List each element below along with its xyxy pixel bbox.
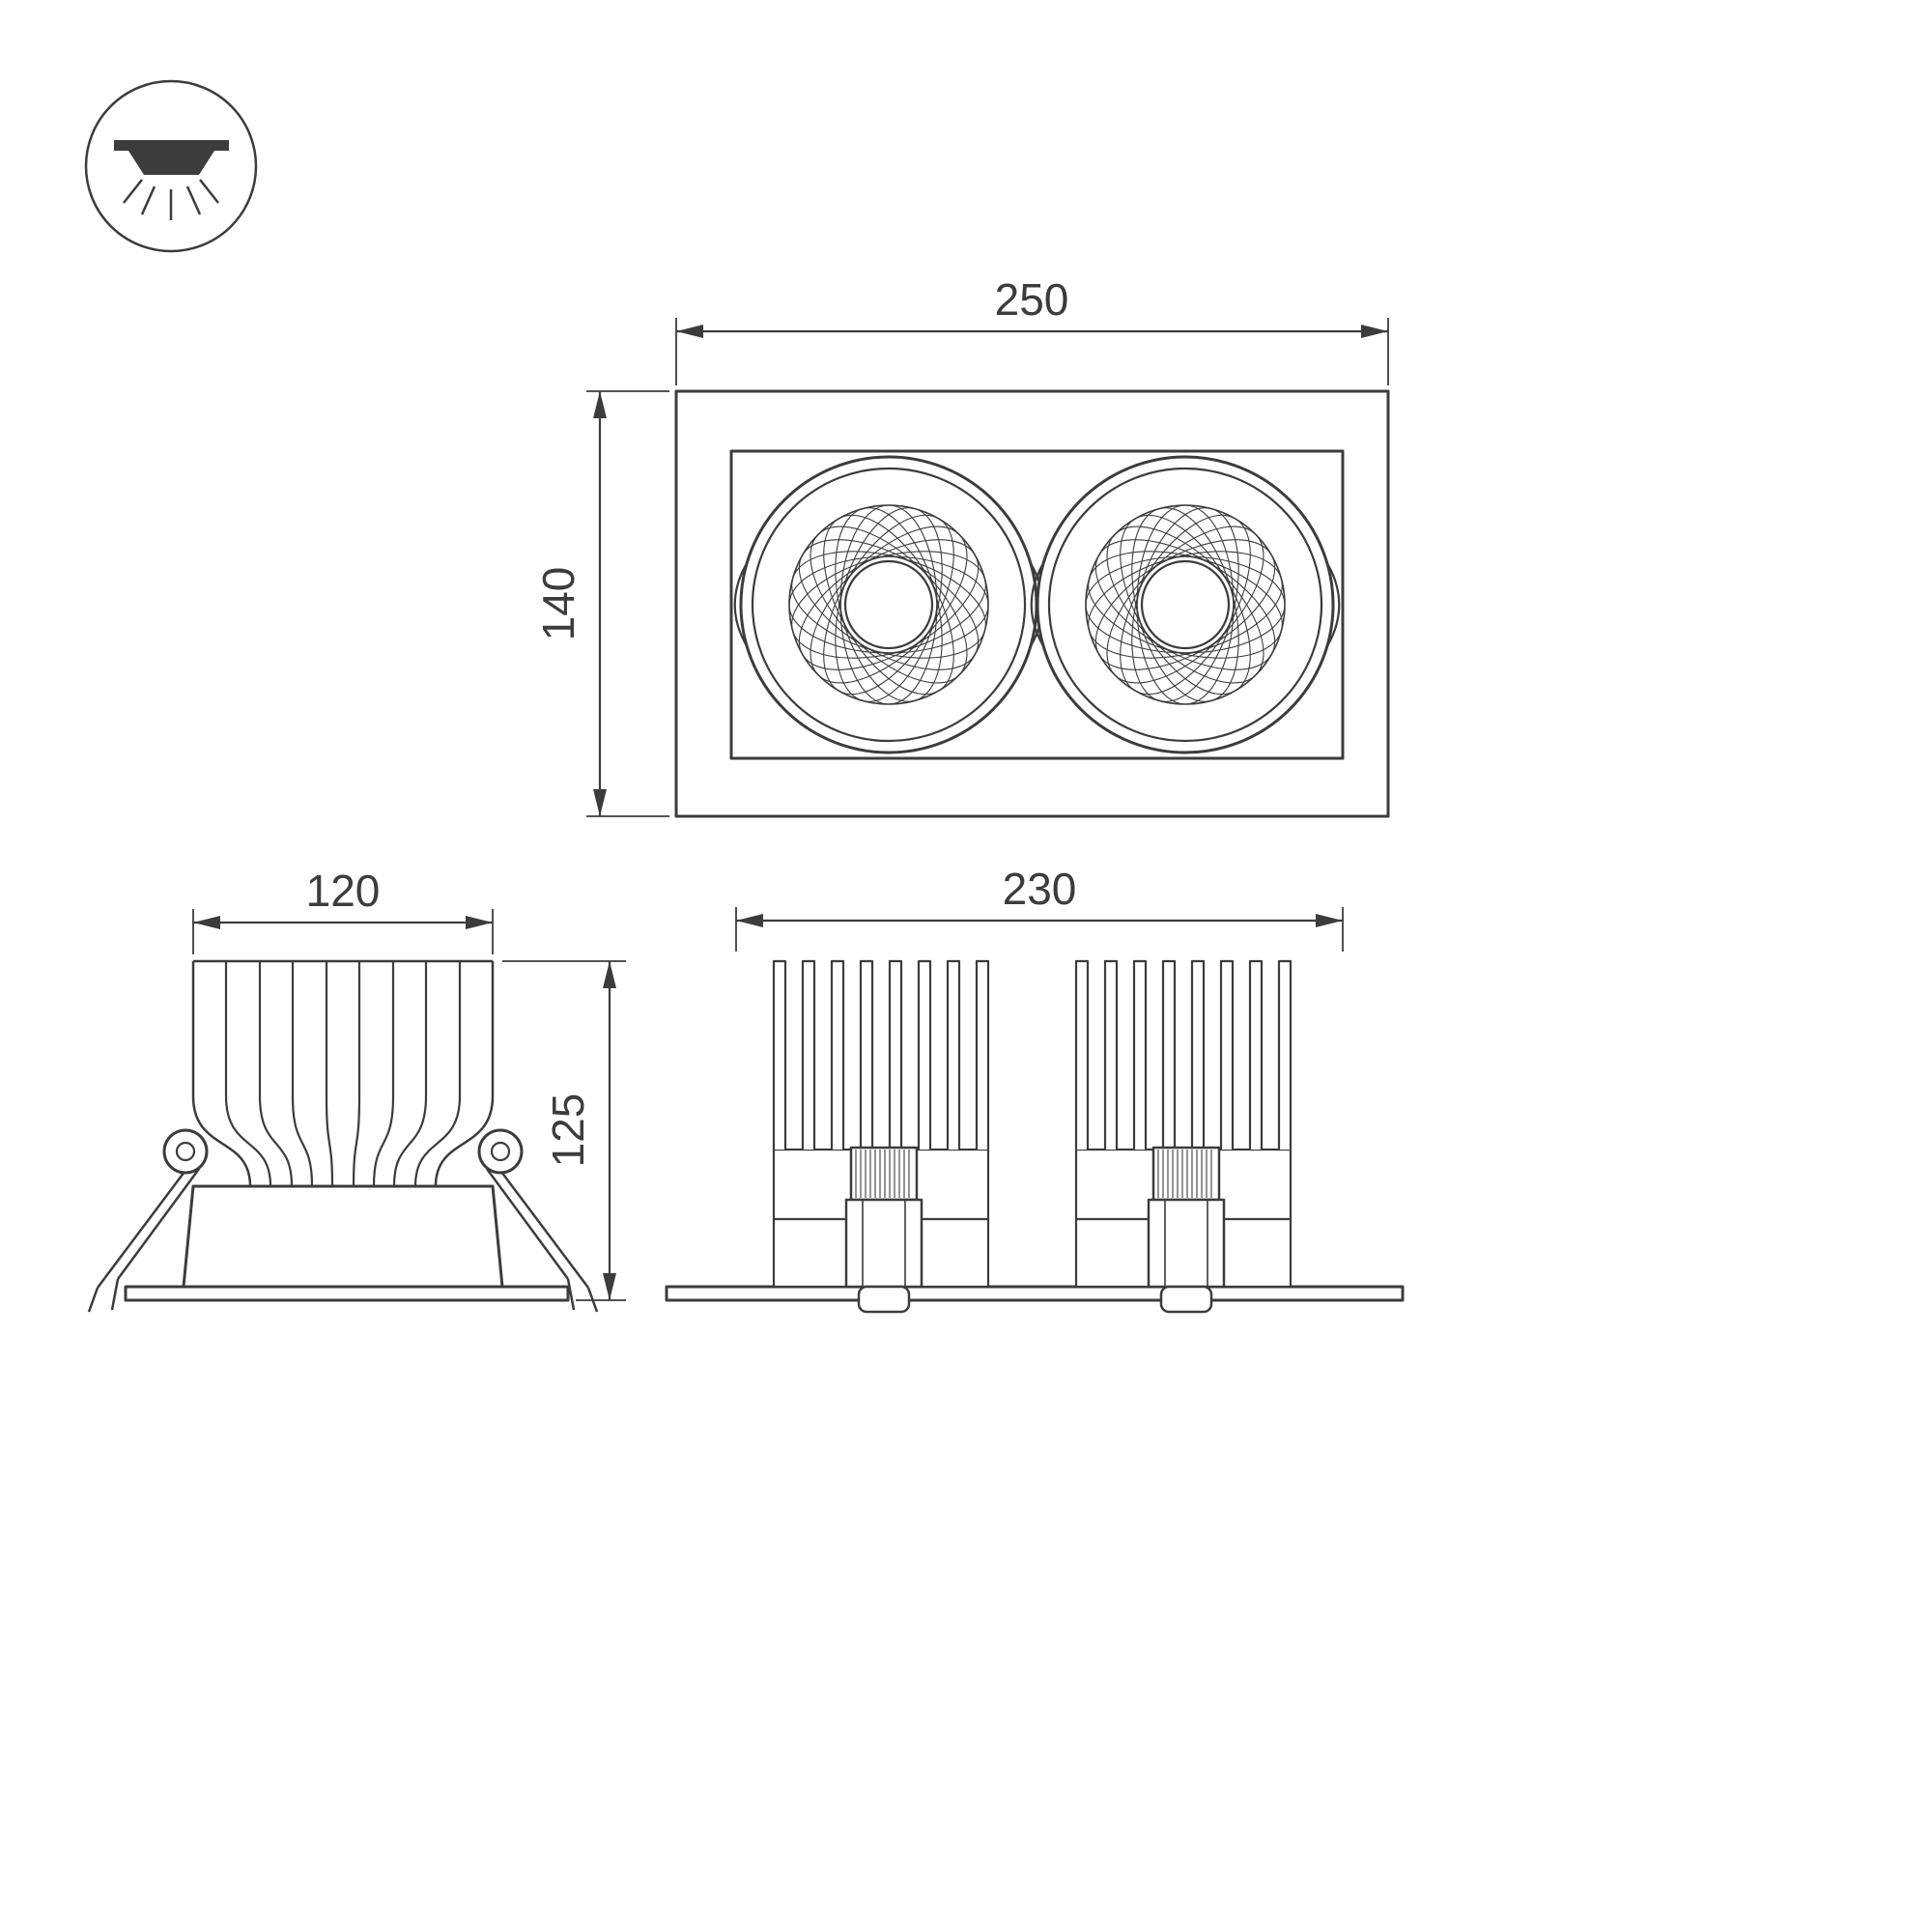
trim-flange (124, 1285, 570, 1302)
dimension-label-side-width: 120 (306, 866, 381, 916)
heatsink-fins (191, 959, 495, 1187)
dimension-label-front-width: 250 (995, 274, 1069, 325)
lamp-housing-body (182, 1184, 504, 1289)
finned-unit-left (772, 959, 990, 1314)
lamp-left (733, 455, 1044, 754)
spring-clip-left (87, 1128, 209, 1313)
front-outer-frame (674, 389, 1390, 818)
icon-circle (84, 79, 258, 253)
finned-unit-right (1074, 959, 1293, 1314)
lamp-right (1030, 455, 1341, 754)
icon-light-rays (123, 179, 219, 220)
dimension-front-width: 250 (675, 274, 1389, 385)
icon-lamp-body (128, 151, 214, 175)
icon-ceiling-bar (114, 140, 229, 151)
front-view: 250 140 (533, 274, 1390, 818)
front-inner-frame (729, 449, 1345, 760)
trim-flange-rear (665, 1285, 1405, 1302)
dimension-rear-width: 230 (735, 864, 1344, 952)
dimension-label-front-height: 140 (533, 567, 583, 641)
downlight-icon (84, 79, 258, 253)
dimension-label-side-height: 125 (543, 1094, 593, 1168)
dimension-label-rear-width: 230 (1003, 864, 1077, 914)
dimension-side-height: 125 (502, 960, 626, 1301)
side-view-single: 120 125 (87, 866, 626, 1313)
dimension-side-width: 120 (192, 866, 494, 954)
side-view-double: 230 (665, 864, 1405, 1314)
dimension-front-height: 140 (533, 390, 669, 817)
spring-clip-right (477, 1128, 599, 1313)
